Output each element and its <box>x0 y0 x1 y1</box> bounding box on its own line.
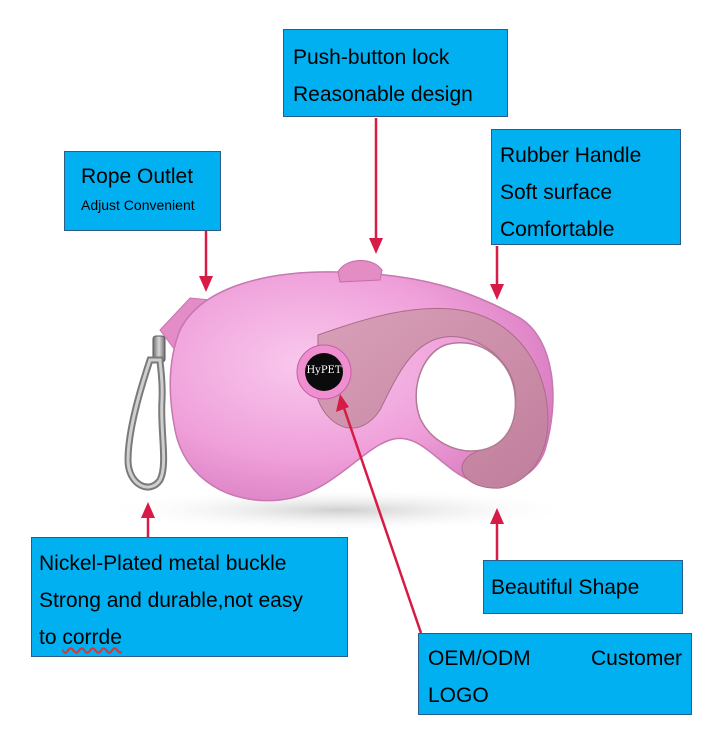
floor-shadow <box>100 488 580 532</box>
callout-oem-word1: OEM/ODM <box>428 647 531 670</box>
handle-hole <box>415 342 517 452</box>
callout-lock-line1: Push-button lock <box>293 46 450 69</box>
metal-buckle <box>124 335 168 491</box>
callout-rope-line1: Rope Outlet <box>81 165 194 188</box>
callout-arrows <box>141 118 504 634</box>
callout-oem-line1: OEM/ODM Customer <box>428 640 691 677</box>
callout-rope-outlet: Rope Outlet Adjust Convenient <box>64 151 221 231</box>
callout-buckle-line3-a: to <box>39 626 63 649</box>
arrow-oem <box>342 407 423 634</box>
logo-text: HyPET <box>306 365 342 376</box>
callout-shape-line1: Beautiful Shape <box>491 576 640 599</box>
callout-handle-line2: Soft surface <box>500 181 613 204</box>
callout-handle-line3: Comfortable <box>500 218 615 241</box>
callout-oem-line2: LOGO <box>428 684 489 707</box>
callout-rubber-handle: Rubber Handle Soft surface Comfortable <box>491 129 681 245</box>
callout-buckle-line3: to corrde <box>39 619 347 656</box>
callout-oem-logo: OEM/ODM Customer LOGO <box>418 633 692 715</box>
callout-beautiful-shape: Beautiful Shape <box>483 560 683 614</box>
callout-oem-word2: Customer <box>590 647 682 670</box>
callout-lock-line2: Reasonable design <box>293 83 473 106</box>
callout-metal-buckle: Nickel-Plated metal buckle Strong and du… <box>31 537 348 657</box>
callout-rope-line2: Adjust Convenient <box>81 197 195 213</box>
callout-buckle-line2: Strong and durable,not easy <box>39 589 303 612</box>
callout-push-button-lock: Push-button lock Reasonable design <box>283 29 508 117</box>
callout-handle-line1: Rubber Handle <box>500 144 642 167</box>
lock-button <box>337 260 383 283</box>
callout-buckle-line1: Nickel-Plated metal buckle <box>39 552 287 575</box>
logo-badge <box>296 344 352 400</box>
callout-buckle-line3-b: corrde <box>62 626 122 649</box>
